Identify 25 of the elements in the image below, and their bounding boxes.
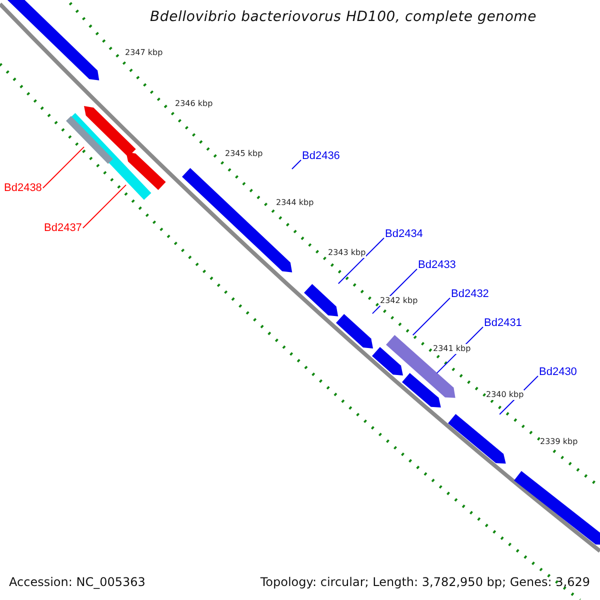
tick-label: 2341 kbp [433, 344, 471, 354]
tick-label: 2347 kbp [125, 48, 163, 58]
gene-label: Bd2433 [418, 259, 456, 271]
footer-text: Topology: circular; Length: 3,782,950 bp; Genes: 3,629 [260, 575, 590, 589]
gene-label: Bd2437 [44, 222, 82, 234]
map-title: Bdellovibrio bacteriovorus HD100, complete genome [150, 9, 537, 25]
tick-label: 2340 kbp [486, 390, 524, 400]
tick-label: 2345 kbp [225, 149, 263, 159]
leader-line [42, 146, 84, 188]
gene-label: Bd2436 [302, 150, 340, 162]
tick-label: 2342 kbp [380, 296, 418, 306]
leader-line [338, 238, 384, 284]
footer-text: Accession: NC_005363 [9, 575, 146, 589]
tick-label: 2339 kbp [540, 437, 578, 447]
tick-label: 2343 kbp [328, 248, 366, 258]
gene-label: Bd2432 [451, 288, 489, 300]
leader-line [82, 184, 126, 228]
gene-label: Bd2434 [385, 228, 423, 240]
gene-label: Bd2430 [539, 366, 577, 378]
tick-label: 2346 kbp [175, 99, 213, 109]
tick-label: 2344 kbp [276, 198, 314, 208]
gene-label: Bd2431 [484, 317, 522, 329]
leader-line [412, 298, 450, 336]
gene-label: Bd2438 [4, 182, 42, 194]
leader-line [291, 160, 302, 170]
